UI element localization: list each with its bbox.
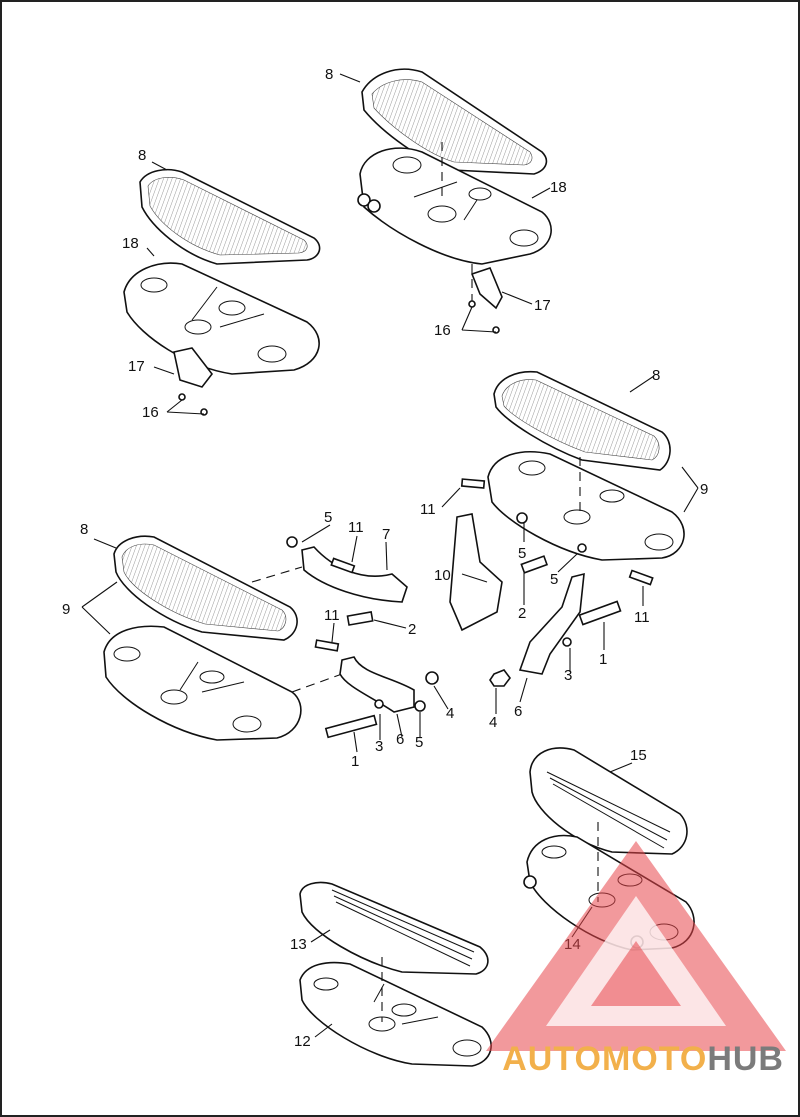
callout-6-middle-left: 6 <box>396 731 404 748</box>
floorboard-base-top-left <box>123 262 320 375</box>
callout-15: 15 <box>630 747 647 764</box>
assembly-middle-right <box>449 370 685 687</box>
bracket-17-top-left <box>173 347 214 388</box>
callout-18-top-left: 18 <box>122 235 139 252</box>
mount-arm-7 <box>301 546 408 603</box>
callout-8-middle-left: 8 <box>80 521 88 538</box>
callout-5-middle-left-bottom: 5 <box>415 734 423 751</box>
callout-10: 10 <box>434 567 451 584</box>
callout-8-middle-right: 8 <box>652 367 660 384</box>
callout-labels: 8 18 17 16 8 18 17 16 8 9 11 5 10 2 5 11… <box>62 66 708 1050</box>
floorboard-pad-bottom-middle <box>299 881 489 975</box>
callout-6-middle-right: 6 <box>514 703 522 720</box>
assembly-middle-left <box>103 535 439 741</box>
callout-9-middle-right: 9 <box>700 481 708 498</box>
floorboard-base-middle-right <box>487 451 685 561</box>
callout-8-top-right: 8 <box>325 66 333 83</box>
callout-11-middle-right-top: 11 <box>420 501 436 518</box>
callout-17-top-right: 17 <box>534 297 551 314</box>
callout-2-middle-left: 2 <box>408 621 416 638</box>
assembly-bottom-middle <box>299 881 492 1067</box>
callout-2-middle-right: 2 <box>518 605 526 622</box>
watermark-text-secondary: HUB <box>707 1040 784 1078</box>
support-bracket-10 <box>449 513 503 632</box>
callout-11-middle-left-top: 11 <box>348 519 364 536</box>
callout-17-top-left: 17 <box>128 358 145 375</box>
callout-16-top-right: 16 <box>434 322 451 339</box>
leader-lines <box>81 73 699 1038</box>
callout-11-middle-left-bottom: 11 <box>324 607 340 624</box>
mount-arm-6-right <box>518 572 585 675</box>
callout-12: 12 <box>294 1033 311 1050</box>
assembly-top-right <box>357 68 552 334</box>
callout-16-top-left: 16 <box>142 404 159 421</box>
floorboard-pad-bottom-right <box>529 747 688 855</box>
callout-9-middle-left: 9 <box>62 601 70 618</box>
callout-3-middle-right: 3 <box>564 667 572 684</box>
callout-13: 13 <box>290 936 307 953</box>
callout-11-middle-right-bottom: 11 <box>634 609 650 626</box>
assembly-top-left <box>123 168 321 416</box>
floorboard-base-middle-left <box>103 625 302 741</box>
watermark-logo-text: AUTOMOTOHUB <box>502 1040 784 1079</box>
callout-4-middle-left: 4 <box>446 705 454 722</box>
floorboard-base-top-right <box>359 147 552 265</box>
callout-3-middle-left: 3 <box>375 738 383 755</box>
callout-7: 7 <box>382 526 390 543</box>
callout-1-middle-left: 1 <box>351 753 359 770</box>
bracket-17-top-right <box>470 267 503 310</box>
watermark-logo-triangle <box>486 841 786 1051</box>
callout-18-top-right: 18 <box>550 179 567 196</box>
callout-5-middle-left-top: 5 <box>324 509 332 526</box>
callout-5-middle-right-mid: 5 <box>550 571 558 588</box>
callout-1-middle-right: 1 <box>599 651 607 668</box>
callout-8-top-left: 8 <box>138 147 146 164</box>
watermark-text-primary: AUTOMOTO <box>502 1040 708 1078</box>
callout-5-middle-right-top: 5 <box>518 545 526 562</box>
mount-arm-6-left <box>339 656 415 713</box>
callout-4-middle-right: 4 <box>489 714 497 731</box>
